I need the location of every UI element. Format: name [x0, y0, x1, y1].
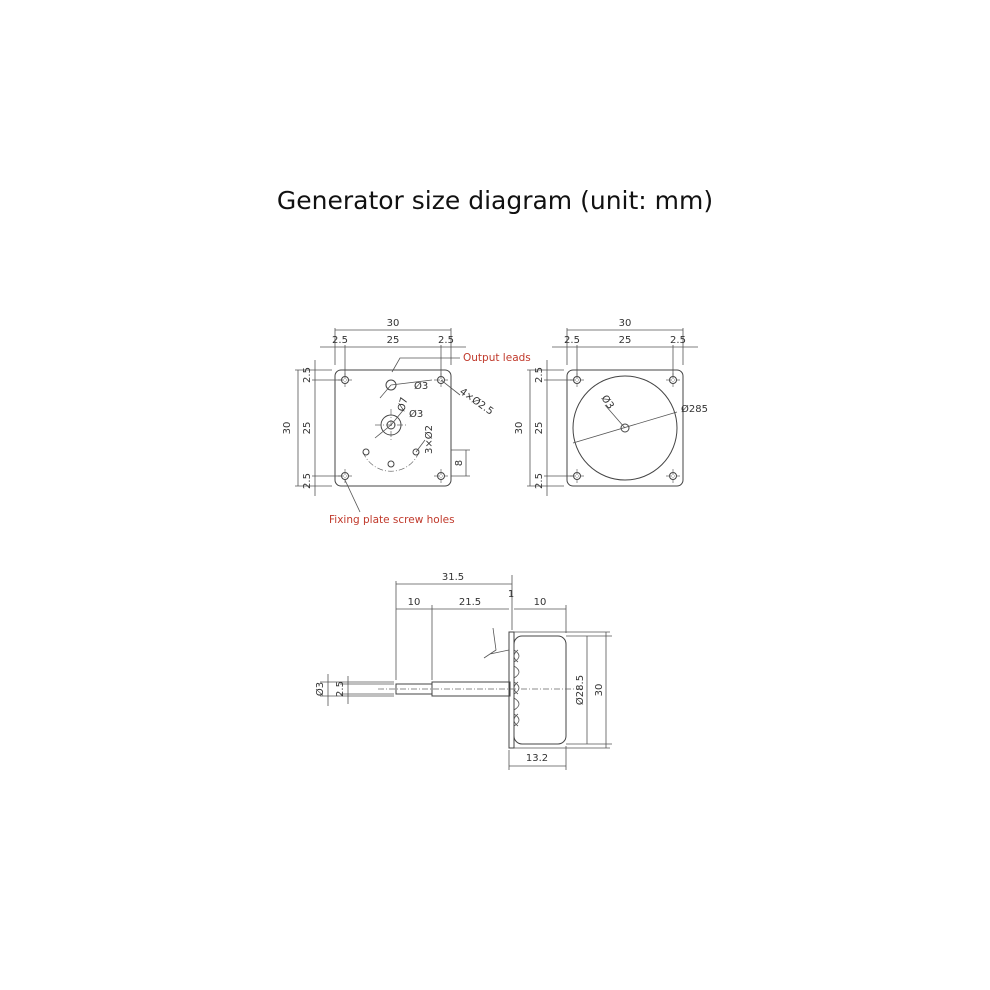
- front-offset-lines: [451, 449, 470, 477]
- rear-dim-top-right-margin: 2.5: [670, 335, 686, 346]
- front-dim-screw-holes: 4×Ø2.5: [457, 386, 495, 418]
- front-dim-lead-hole: Ø3: [414, 380, 428, 392]
- rear-dim-top-overall: 30: [619, 318, 632, 329]
- side-dim-shaft-tip: 10: [408, 597, 421, 608]
- rear-dim-diameter: Ø285: [681, 403, 708, 415]
- rear-dim-left-top-margin: 2.5: [534, 367, 545, 383]
- front-dim-top-right-margin: 2.5: [438, 335, 454, 346]
- fixing-holes-label: Fixing plate screw holes: [329, 514, 455, 526]
- side-dim-total: 31.5: [442, 572, 464, 583]
- side-dims-right: [514, 631, 612, 749]
- rear-dims-left: [527, 360, 574, 496]
- side-dims-bottom: [508, 746, 567, 770]
- front-dims-left: [295, 360, 342, 496]
- rear-dim-top-left-margin: 2.5: [564, 335, 580, 346]
- diagram-title: Generator size diagram (unit: mm): [276, 186, 714, 215]
- rear-body-circle: [572, 375, 678, 481]
- side-dim-height: 30: [594, 684, 605, 697]
- front-dims-top: [320, 328, 466, 377]
- front-dim-offset: 8: [454, 460, 465, 466]
- rear-dims-top: [552, 328, 698, 377]
- side-coil-detail: [513, 649, 520, 727]
- front-dim-top-pitch: 25: [387, 335, 400, 346]
- lead-hole: [385, 379, 397, 391]
- front-dim-shaft: Ø3: [409, 408, 423, 420]
- side-view: 31.5 10 21.5 1 10 Ø3 2.5 Ø28.5 30 13.2: [314, 572, 612, 770]
- rear-dim-left-bottom-margin: 2.5: [534, 473, 545, 489]
- output-leads-leader: [391, 357, 460, 373]
- front-shaft: [375, 409, 407, 441]
- rear-center-hole: [620, 423, 630, 433]
- side-dim-shaft-body: 21.5: [459, 597, 481, 608]
- side-dim-body-dia: Ø28.5: [574, 675, 586, 705]
- side-output-lead: [483, 627, 510, 659]
- front-dim-left-overall: 30: [282, 422, 293, 435]
- bolt-circle-arc: [362, 451, 420, 472]
- rear-plate-outline: [566, 369, 684, 487]
- rear-dim-center: Ø3: [599, 393, 617, 412]
- side-dim-shaft-dia: Ø3: [314, 682, 326, 696]
- side-dim-flat: 2.5: [335, 681, 346, 697]
- front-dim-left-top-margin: 2.5: [302, 367, 313, 383]
- side-dim-plate: 1: [508, 589, 514, 600]
- output-leads-label: Output leads: [463, 352, 531, 364]
- side-body: [513, 635, 567, 745]
- rear-dim-left-overall: 30: [514, 422, 525, 435]
- front-leaders: [374, 379, 461, 453]
- side-dim-depth: 13.2: [526, 753, 548, 764]
- side-dim-body: 10: [534, 597, 547, 608]
- front-dim-left-bottom-margin: 2.5: [302, 473, 313, 489]
- front-dim-top-left-margin: 2.5: [332, 335, 348, 346]
- front-view: 30 2.5 25 2.5 30 2.5 25 2.5 Ø3 4×Ø2.5 Ø7…: [282, 318, 531, 526]
- front-dim-small-holes: 3×Ø2: [423, 425, 435, 454]
- side-dims-left: [320, 674, 394, 706]
- front-dim-left-pitch: 25: [302, 422, 313, 435]
- front-dim-top-overall: 30: [387, 318, 400, 329]
- front-dim-boss: Ø7: [395, 396, 410, 413]
- rear-dim-left-pitch: 25: [534, 422, 545, 435]
- front-small-holes: [362, 448, 420, 468]
- rear-leaders: [572, 404, 678, 444]
- rear-view: 30 2.5 25 2.5 30 2.5 25 2.5 Ø3 Ø285: [514, 318, 708, 496]
- fixing-holes-leader: [344, 479, 361, 513]
- side-dims-top: [395, 575, 567, 680]
- rear-dim-top-pitch: 25: [619, 335, 632, 346]
